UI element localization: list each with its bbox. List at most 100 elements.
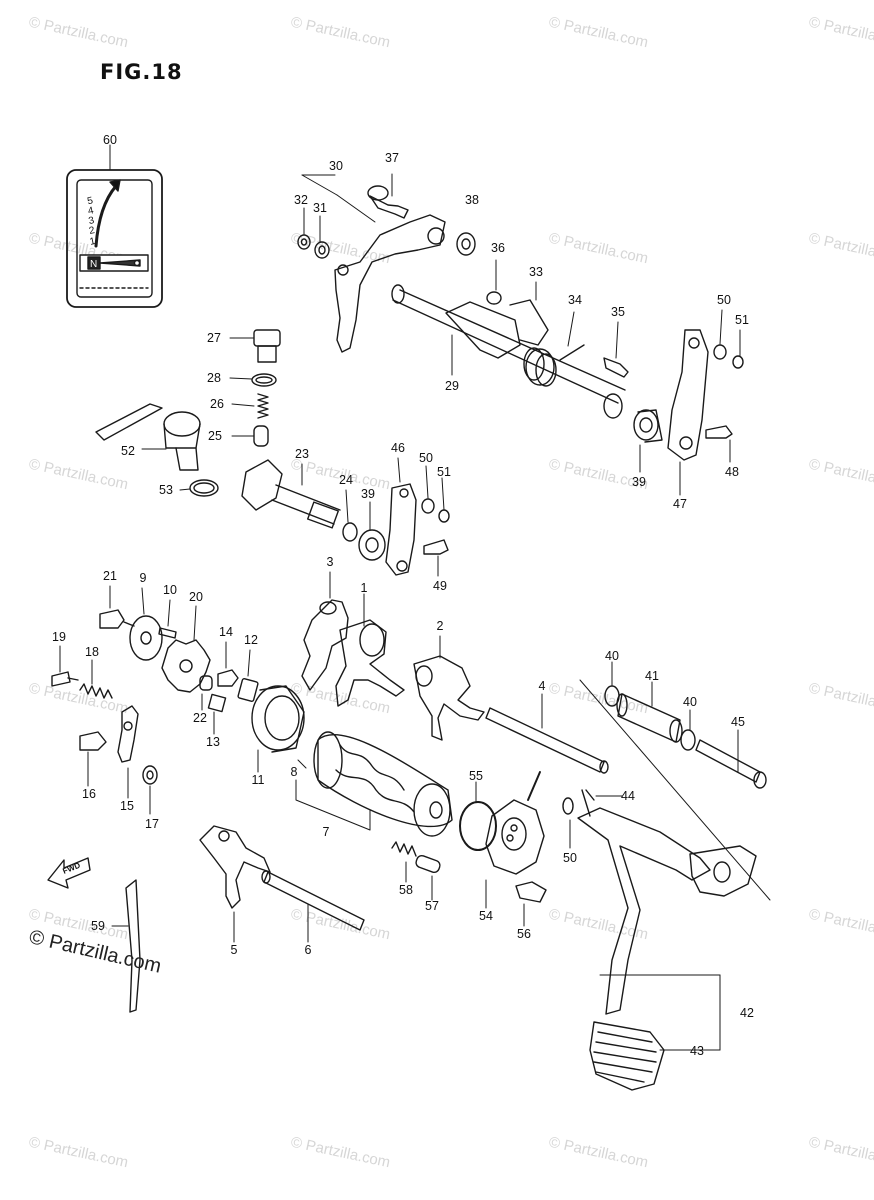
callout-56: 56 bbox=[517, 927, 531, 941]
plug-part-27 bbox=[229, 329, 281, 363]
callout-34: 34 bbox=[568, 293, 582, 307]
callout-8: 8 bbox=[291, 765, 298, 779]
figure-title: FIG.18 bbox=[100, 60, 183, 84]
pin-part-57 bbox=[415, 854, 441, 901]
shift-indicator-plate-part-60 bbox=[66, 144, 163, 308]
pin-part-25 bbox=[231, 425, 269, 447]
bolt-part-14 bbox=[217, 641, 239, 687]
callout-50: 50 bbox=[563, 851, 577, 865]
indicator-gear-4: 4 bbox=[87, 205, 95, 217]
callout-32: 32 bbox=[294, 193, 308, 207]
indicator-gear-1: 1 bbox=[89, 236, 97, 248]
pin-part-22 bbox=[199, 675, 213, 711]
callout-35: 35 bbox=[611, 305, 625, 319]
callout-25: 25 bbox=[208, 429, 222, 443]
callout-39: 39 bbox=[632, 475, 646, 489]
washer-part-17 bbox=[142, 765, 158, 815]
callout-11: 11 bbox=[252, 773, 265, 787]
callout-48: 48 bbox=[725, 465, 739, 479]
oil-seal-part-39-upper bbox=[633, 409, 663, 473]
callout-49: 49 bbox=[433, 579, 447, 593]
cam-stopper-plate-part-9 bbox=[129, 587, 163, 661]
callout-4: 4 bbox=[539, 679, 546, 693]
washer-part-24 bbox=[342, 489, 358, 542]
bolt-part-16 bbox=[79, 731, 107, 787]
gearshift-arm-part-30 bbox=[301, 174, 446, 353]
pin-part-10 bbox=[158, 599, 177, 639]
gearshift-pedal-part-42 bbox=[577, 679, 771, 1051]
pivot-shaft-part-41 bbox=[616, 681, 683, 743]
callout-45: 45 bbox=[731, 715, 745, 729]
callout-24: 24 bbox=[339, 473, 353, 487]
clamp-part-59 bbox=[111, 879, 141, 1013]
callout-59: 59 bbox=[91, 919, 105, 933]
spring-part-33 bbox=[509, 281, 549, 346]
fork-shaft-part-4 bbox=[485, 693, 609, 774]
spring-part-34 bbox=[567, 311, 575, 347]
callout-41: 41 bbox=[645, 669, 659, 683]
callout-57: 57 bbox=[425, 899, 439, 913]
callout-2: 2 bbox=[437, 619, 444, 633]
callout-42: 42 bbox=[740, 1006, 754, 1020]
bolt-part-49 bbox=[423, 539, 449, 577]
callout-19: 19 bbox=[52, 630, 66, 644]
callout-54: 54 bbox=[479, 909, 493, 923]
callout-44: 44 bbox=[621, 789, 635, 803]
callout-12: 12 bbox=[244, 633, 258, 647]
callout-31: 31 bbox=[313, 201, 327, 215]
bolt-part-37 bbox=[367, 173, 409, 219]
callout-18: 18 bbox=[85, 645, 99, 659]
gearshift-cam-part-7 bbox=[295, 731, 453, 837]
clip-and-washer-part-31-32 bbox=[297, 207, 330, 259]
bolt-part-21 bbox=[99, 585, 135, 629]
washer-part-12 bbox=[237, 649, 259, 702]
callout-51: 51 bbox=[437, 465, 451, 479]
callout-22: 22 bbox=[193, 711, 207, 725]
stopper-arm-part-15 bbox=[117, 705, 139, 799]
callout-60: 60 bbox=[103, 133, 117, 147]
callout-58: 58 bbox=[399, 883, 413, 897]
washer-part-38 bbox=[456, 232, 476, 256]
spring-part-58 bbox=[391, 841, 417, 883]
callout-36: 36 bbox=[491, 241, 505, 255]
o-ring-part-53 bbox=[179, 479, 219, 497]
callout-9: 9 bbox=[140, 571, 147, 585]
callout-7: 7 bbox=[323, 825, 330, 839]
shift-shaft-part-23 bbox=[241, 459, 341, 529]
callout-50: 50 bbox=[717, 293, 731, 307]
gearshift-cam-driven-lever-part-47 bbox=[667, 329, 709, 496]
callout-46: 46 bbox=[391, 441, 405, 455]
o-ring-part-40-right bbox=[680, 709, 696, 751]
callout-51: 51 bbox=[735, 313, 749, 327]
callout-39: 39 bbox=[361, 487, 375, 501]
callout-20: 20 bbox=[189, 590, 203, 604]
nut-part-36 bbox=[486, 259, 502, 305]
cotter-pin-part-44 bbox=[581, 789, 623, 817]
indicator-gear-2: 2 bbox=[88, 225, 96, 237]
callout-23: 23 bbox=[295, 447, 309, 461]
shift-fork-part-1 bbox=[335, 593, 405, 707]
callout-27: 27 bbox=[207, 331, 221, 345]
callout-21: 21 bbox=[103, 569, 117, 583]
callout-55: 55 bbox=[469, 769, 483, 783]
bolt-part-45 bbox=[695, 729, 767, 789]
neutral-cover-part-54 bbox=[485, 771, 545, 909]
bearing-part-11 bbox=[251, 685, 305, 773]
gasket-part-28 bbox=[229, 373, 277, 387]
indicator-gear-3: 3 bbox=[88, 215, 96, 227]
neutral-switch-part-52 bbox=[95, 403, 201, 471]
bolt-part-19 bbox=[51, 645, 79, 687]
callout-50: 50 bbox=[419, 451, 433, 465]
callout-53: 53 bbox=[159, 483, 173, 497]
callout-47: 47 bbox=[673, 497, 687, 511]
callout-29: 29 bbox=[445, 379, 459, 393]
callout-17: 17 bbox=[145, 817, 159, 831]
callout-30: 30 bbox=[329, 159, 343, 173]
pedal-rubber-part-43 bbox=[589, 1021, 721, 1091]
callout-14: 14 bbox=[219, 625, 233, 639]
shift-fork-part-5 bbox=[199, 825, 271, 943]
callout-5: 5 bbox=[231, 943, 238, 957]
callout-28: 28 bbox=[207, 371, 221, 385]
